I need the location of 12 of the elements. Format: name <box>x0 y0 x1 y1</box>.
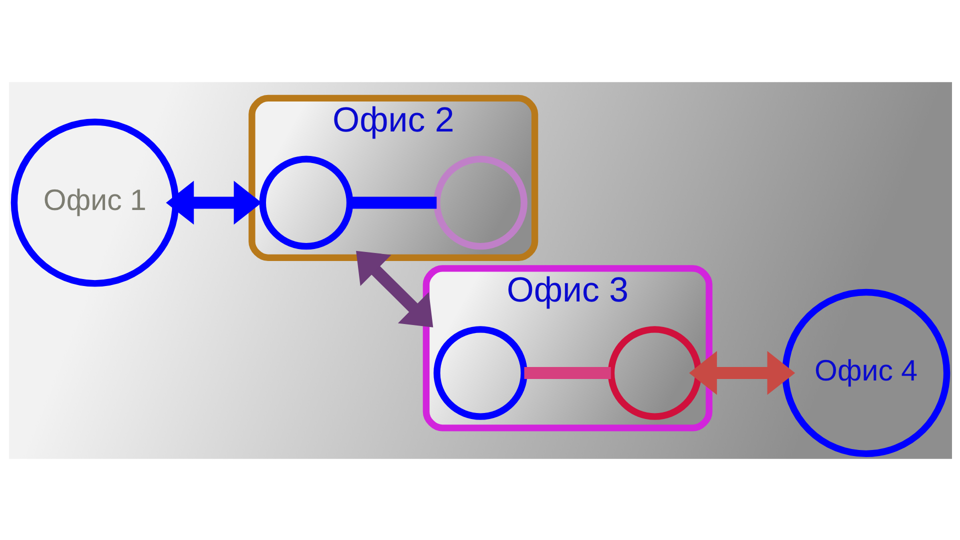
cluster: Офис 3 <box>422 264 712 431</box>
node-circle <box>433 326 527 420</box>
cluster: Офис 2 <box>248 94 538 261</box>
node-circle: Офис 4 <box>781 288 950 457</box>
node-circle <box>433 155 527 250</box>
node-circle <box>258 155 353 250</box>
arrow <box>166 180 262 224</box>
node-circle <box>607 326 702 420</box>
arrow <box>356 250 433 327</box>
connector <box>524 366 610 379</box>
arrow <box>688 350 795 394</box>
node-circle: Офис 1 <box>10 118 178 286</box>
